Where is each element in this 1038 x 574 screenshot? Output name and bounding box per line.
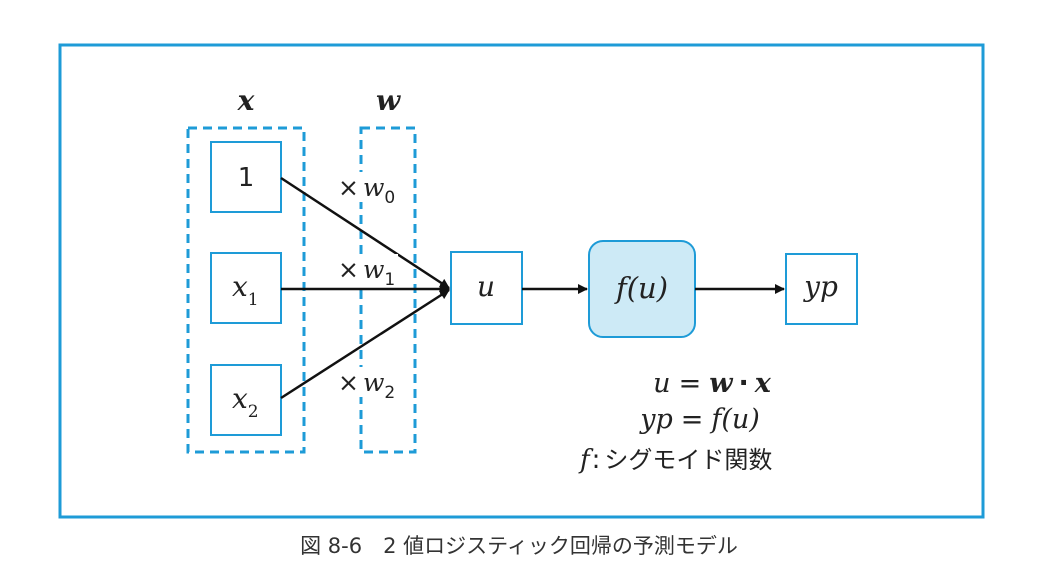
equation-yp: yp=f(u) — [639, 404, 760, 435]
yp-node-label: yp — [802, 270, 838, 303]
u-node — [450, 251, 523, 325]
weight-label-1: ×w1 — [338, 255, 395, 290]
edge-x2-u — [280, 288, 450, 400]
x-group-label: x — [237, 84, 255, 117]
equation-u: u=w·x — [653, 368, 772, 399]
input-box-2 — [210, 364, 282, 436]
equation-f-definition: f:シグモイド関数 — [578, 445, 772, 475]
edge-x0-u — [280, 176, 450, 290]
input-label-2: x2 — [232, 382, 259, 422]
yp-node — [785, 253, 858, 325]
input-box-0 — [210, 141, 282, 213]
weight-label-0: ×w0 — [338, 173, 395, 208]
weight-label-2: ×w2 — [338, 368, 395, 403]
w-group-label: w — [376, 84, 401, 117]
outer-frame — [58, 43, 985, 519]
input-label-0: 1 — [238, 163, 255, 193]
input-label-1: x1 — [232, 270, 259, 310]
activation-node-label: f(u) — [614, 271, 668, 305]
u-node-label: u — [477, 270, 495, 303]
input-box-1 — [210, 252, 282, 324]
figure-caption: 図 8-6 2 値ロジスティック回帰の予測モデル — [300, 534, 738, 558]
